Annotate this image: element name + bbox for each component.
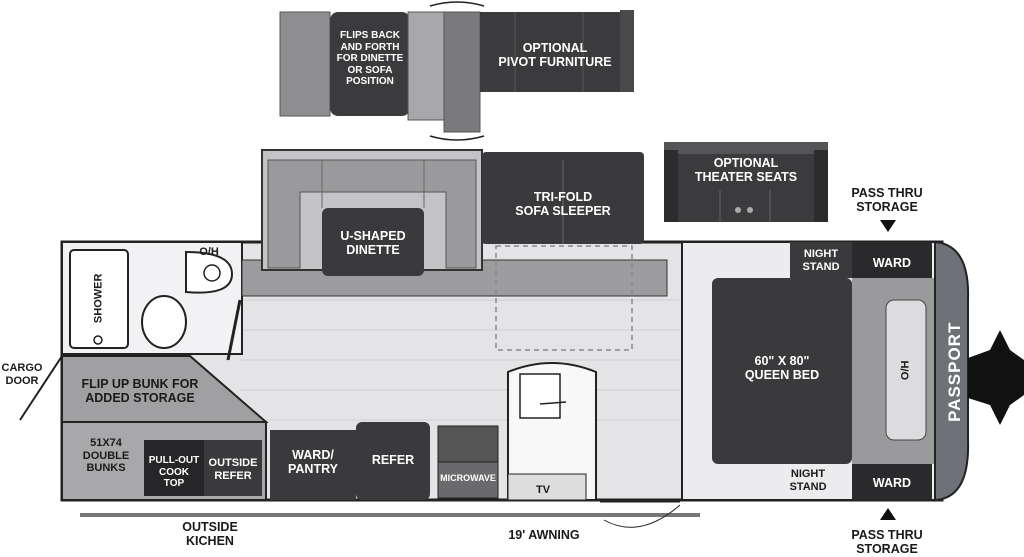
awning-label: 19' AWNING <box>508 528 580 542</box>
refer-label: REFER <box>371 453 415 467</box>
ward-pantry-label: WARD/ PANTRY <box>288 448 338 477</box>
ward-top-label: WARD <box>872 256 912 270</box>
passport-logo-text: PASSPORT <box>945 321 965 422</box>
bathroom <box>61 241 243 361</box>
dinette-slide <box>241 149 668 351</box>
pass-thru-bottom-label: PASS THRU STORAGE <box>851 528 923 557</box>
oh-bath-label: O/H <box>199 246 219 258</box>
optional-pivot-label: OPTIONAL PIVOT FURNITURE <box>498 41 612 70</box>
bunk-area <box>19 355 499 501</box>
pivot-furniture-illustration <box>279 1 634 141</box>
outside-refer-label: OUTSIDE REFER <box>208 457 258 482</box>
theater-seats-label: OPTIONAL THEATER SEATS <box>694 156 798 185</box>
shower-label: SHOWER <box>92 273 105 324</box>
queen-bed-label: 60" X 80" QUEEN BED <box>744 354 820 383</box>
recliner-tv <box>507 362 597 501</box>
pass-thru-top-label: PASS THRU STORAGE <box>851 186 923 215</box>
dinette-label: U-SHAPED DINETTE <box>340 229 406 258</box>
oh-bed-label: O/H <box>899 360 912 381</box>
night-stand-bottom-label: NIGHT STAND <box>789 468 827 493</box>
theater-seats-illustration <box>664 142 828 222</box>
ward-bottom-label: WARD <box>872 476 912 490</box>
cargo-door-label: CARGO DOOR <box>1 362 43 387</box>
tv-label: TV <box>535 484 551 496</box>
night-stand-top-label: NIGHT STAND <box>802 248 840 273</box>
flip-up-bunk-label: FLIP UP BUNK FOR ADDED STORAGE <box>81 377 199 406</box>
outside-kitchen-label: OUTSIDE KICHEN <box>182 520 238 549</box>
sofa-sleeper-label: TRI-FOLD SOFA SLEEPER <box>515 190 611 219</box>
microwave-label: MICROWAVE <box>440 473 496 483</box>
bedroom <box>681 220 936 520</box>
flips-back-label: FLIPS BACK AND FORTH FOR DINETTE OR SOFA… <box>336 30 404 87</box>
cook-top-label: PULL-OUT COOK TOP <box>148 455 200 489</box>
double-bunks-label: 51X74 DOUBLE BUNKS <box>82 437 130 475</box>
